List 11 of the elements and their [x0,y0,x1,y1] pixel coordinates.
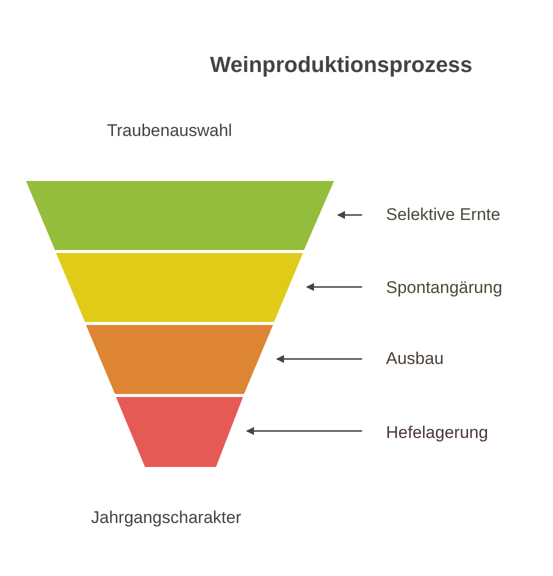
stage-label: Selektive Ernte [386,205,500,225]
arrow [337,211,362,219]
arrow [306,283,362,291]
stage-label: Spontangärung [386,278,502,298]
diagram-title: Weinproduktionsprozess [210,52,472,78]
funnel-caption: Jahrgangscharakter [91,508,242,528]
arrow [276,355,362,363]
stage-label: Hefelagerung [386,423,488,443]
arrow [246,427,362,435]
stage-label: Ausbau [386,349,444,369]
funnel-caption: Traubenauswahl [107,121,232,141]
